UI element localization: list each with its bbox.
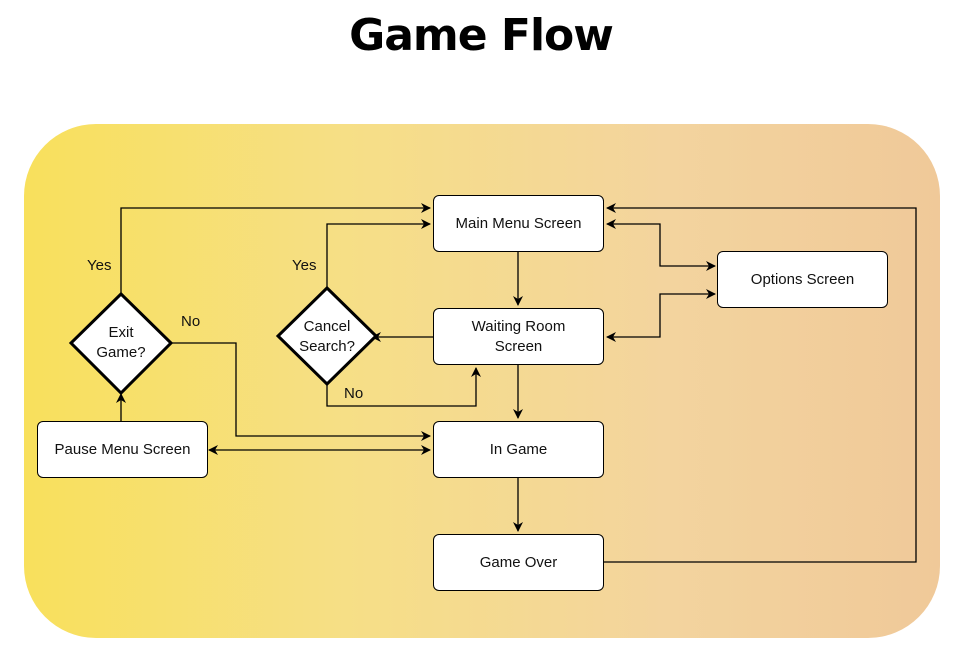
cancel-no-label: No: [344, 385, 364, 402]
edge-exit-yes-to-main: [120, 203, 431, 296]
cancel-yes-label: Yes: [292, 257, 317, 274]
waiting-room-screen-node: Waiting Room Screen: [433, 308, 604, 365]
edge-cancel-yes-to-main: [326, 219, 431, 288]
edge-gameover-to-main: [604, 203, 917, 563]
exit-game-diamond: [68, 291, 174, 396]
cancel-search-label: Cancel Search?: [299, 318, 355, 355]
edge-exit-no-to-ingame: [170, 342, 431, 441]
exit-yes-label: Yes: [87, 257, 112, 274]
cancel-search-diamond: [275, 285, 379, 387]
diagram-title: Game Flow: [349, 10, 614, 61]
edge-cancel-no-to-waiting: [326, 367, 481, 407]
edge-main-options: [606, 219, 716, 271]
game-over-node: Game Over: [433, 534, 604, 591]
pause-menu-screen-node: Pause Menu Screen: [37, 421, 208, 478]
exit-no-label: No: [181, 313, 201, 330]
edge-waiting-options: [606, 289, 716, 342]
in-game-node: In Game: [433, 421, 604, 478]
main-menu-screen-node: Main Menu Screen: [433, 195, 604, 252]
options-screen-node: Options Screen: [717, 251, 888, 308]
exit-game-label: Exit Game?: [96, 324, 146, 361]
